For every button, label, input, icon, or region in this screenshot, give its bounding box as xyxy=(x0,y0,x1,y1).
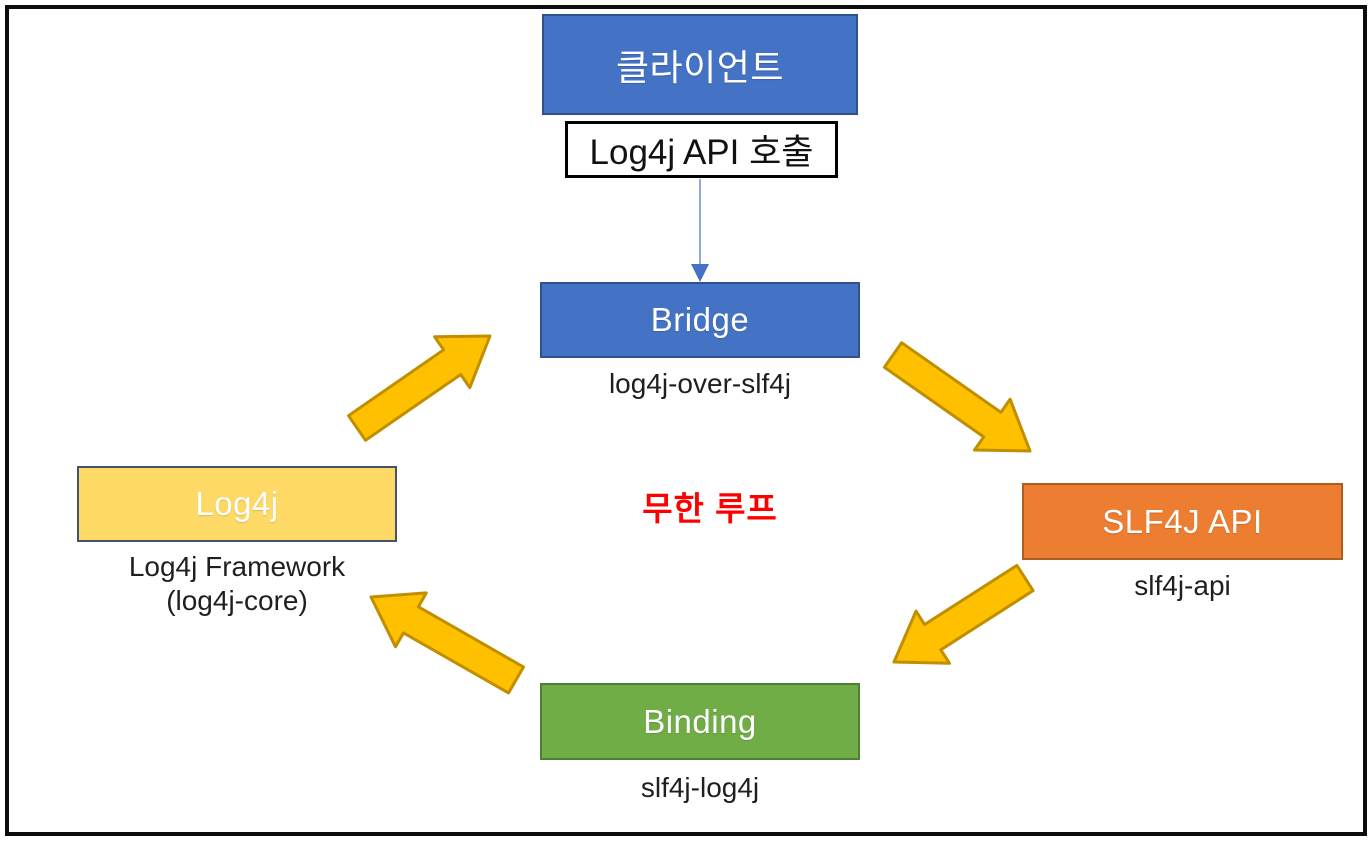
infinite-loop-label: 무한 루프 xyxy=(642,490,778,527)
api-call-label-box: Log4j API 호출 xyxy=(565,121,838,178)
cycle-arrow-log4j-to-bridge-icon xyxy=(347,334,492,442)
node-client: 클라이언트 xyxy=(542,14,858,115)
node-bridge-label: Bridge xyxy=(650,301,750,338)
node-binding: Binding xyxy=(540,683,860,760)
api-call-label: Log4j API 호출 xyxy=(589,133,814,172)
cycle-arrow-bridge-to-slf4j_api-icon xyxy=(882,341,1032,453)
node-bridge: Bridge xyxy=(540,282,860,358)
node-binding-sublabel: slf4j-log4j xyxy=(640,772,760,803)
node-log4j-sublabel-line1: Log4j Framework xyxy=(128,551,346,582)
node-log4j-sublabel: Log4j Framework (log4j-core) xyxy=(37,550,437,618)
node-client-label: 클라이언트 xyxy=(615,46,785,88)
node-binding-label: Binding xyxy=(643,702,757,740)
node-slf4j-api-sublabel: slf4j-api xyxy=(1134,570,1231,601)
cycle-arrow-slf4j_api-to-binding-icon xyxy=(892,563,1035,665)
client-to-bridge-arrowhead-icon xyxy=(691,264,709,282)
node-slf4j-api: SLF4J API xyxy=(1022,483,1343,560)
node-log4j-label: Log4j xyxy=(195,485,279,522)
node-log4j: Log4j xyxy=(77,466,397,542)
node-bridge-sublabel: log4j-over-slf4j xyxy=(608,368,792,399)
node-slf4j-api-label: SLF4J API xyxy=(1102,502,1263,540)
node-log4j-sublabel-line2: (log4j-core) xyxy=(166,585,308,616)
